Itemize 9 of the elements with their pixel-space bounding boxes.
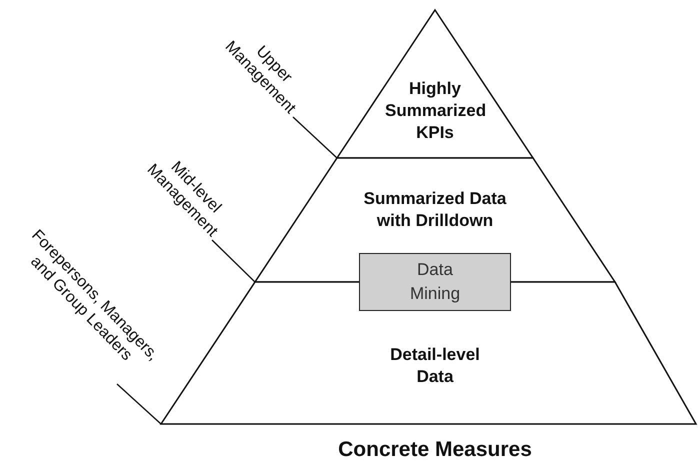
process-box: Data Mining	[359, 253, 511, 311]
pyramid-band	[337, 10, 533, 158]
band-label: Summarized Data with Drilldown	[362, 188, 508, 232]
pyramid-band	[161, 282, 696, 424]
leader-line	[292, 116, 338, 158]
band-label: Detail-level Data	[389, 344, 481, 388]
band-label: Highly Summarized KPIs	[385, 78, 485, 144]
leader-line	[116, 384, 162, 424]
caption: Concrete Measures	[337, 438, 533, 462]
